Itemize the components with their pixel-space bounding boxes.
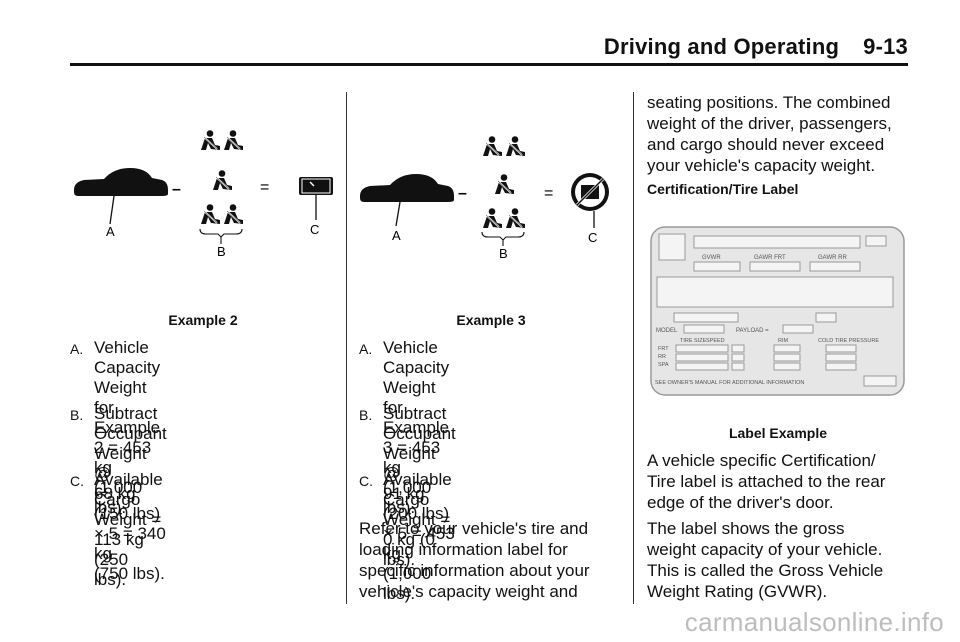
label-example-caption: Label Example — [728, 425, 828, 441]
svg-text:FRT: FRT — [658, 346, 669, 352]
cargo-box-icon — [299, 177, 333, 195]
item-label: C. — [359, 473, 373, 489]
item-label: C. — [70, 473, 84, 489]
equals-sign: = — [544, 185, 553, 202]
section-title: Driving and Operating — [603, 34, 840, 59]
example-2-diagram: A – B = C — [74, 129, 333, 259]
body-paragraph: A vehicle specific Certification/ Tire l… — [647, 451, 886, 512]
svg-text:TIRE SIZE: TIRE SIZE — [680, 338, 707, 344]
diagram-letter-c: C — [588, 230, 597, 245]
equals-sign: = — [260, 179, 269, 196]
column-divider-2 — [633, 92, 634, 604]
subheading: Certification/Tire Label — [647, 181, 799, 197]
column-divider-1 — [346, 92, 347, 604]
item-label: B. — [70, 407, 84, 423]
header-title: Driving and Operating 9-13 — [604, 34, 908, 60]
svg-text:SPA: SPA — [658, 362, 669, 368]
item-label: A. — [359, 341, 373, 357]
example-2-caption: Example 2 — [168, 312, 238, 328]
occupant-icons — [482, 135, 526, 229]
page-number: 9-13 — [863, 34, 908, 59]
svg-text:RIM: RIM — [778, 338, 789, 344]
diagram-letter-a: A — [392, 228, 401, 243]
header-rule — [70, 63, 908, 66]
svg-text:GAWR RR: GAWR RR — [818, 255, 847, 261]
minus-sign: – — [458, 185, 467, 202]
svg-text:RR: RR — [658, 354, 666, 360]
example-3-diagram: A – B = C — [360, 135, 609, 261]
minus-sign: – — [172, 181, 181, 198]
svg-text:SEE OWNER'S MANUAL FOR ADDITIO: SEE OWNER'S MANUAL FOR ADDITIONAL INFORM… — [655, 380, 804, 386]
diagram-letter-a: A — [106, 224, 115, 239]
example-3-caption: Example 3 — [456, 312, 526, 328]
occupant-icons — [200, 129, 244, 225]
diagram-letter-b: B — [217, 244, 226, 259]
svg-text:GVWR: GVWR — [702, 255, 721, 261]
intro-paragraph: seating positions. The combined weight o… — [647, 93, 892, 175]
tire-label-illustration: GVWR GAWR FRT GAWR RR MODEL PAYLOAD = TI… — [650, 226, 905, 396]
svg-text:COLD TIRE PRESSURE: COLD TIRE PRESSURE — [818, 338, 879, 344]
svg-text:SPEED: SPEED — [706, 338, 725, 344]
body-paragraph: The label shows the gross weight capacit… — [647, 519, 884, 601]
item-label: B. — [359, 407, 373, 423]
svg-text:GAWR FRT: GAWR FRT — [754, 255, 786, 261]
diagram-letter-c: C — [310, 222, 319, 237]
vehicle-icon — [74, 168, 168, 196]
watermark: carmanualsonline.info — [684, 607, 944, 637]
vehicle-icon — [360, 174, 454, 202]
item-label: A. — [70, 341, 84, 357]
body-paragraph: Refer to your vehicle's tire and loading… — [359, 519, 590, 601]
svg-text:MODEL: MODEL — [656, 328, 678, 334]
page-header: Driving and Operating 9-13 — [70, 28, 908, 66]
no-cargo-icon — [571, 173, 609, 211]
diagram-letter-b: B — [499, 246, 508, 261]
svg-text:PAYLOAD =: PAYLOAD = — [736, 328, 769, 334]
